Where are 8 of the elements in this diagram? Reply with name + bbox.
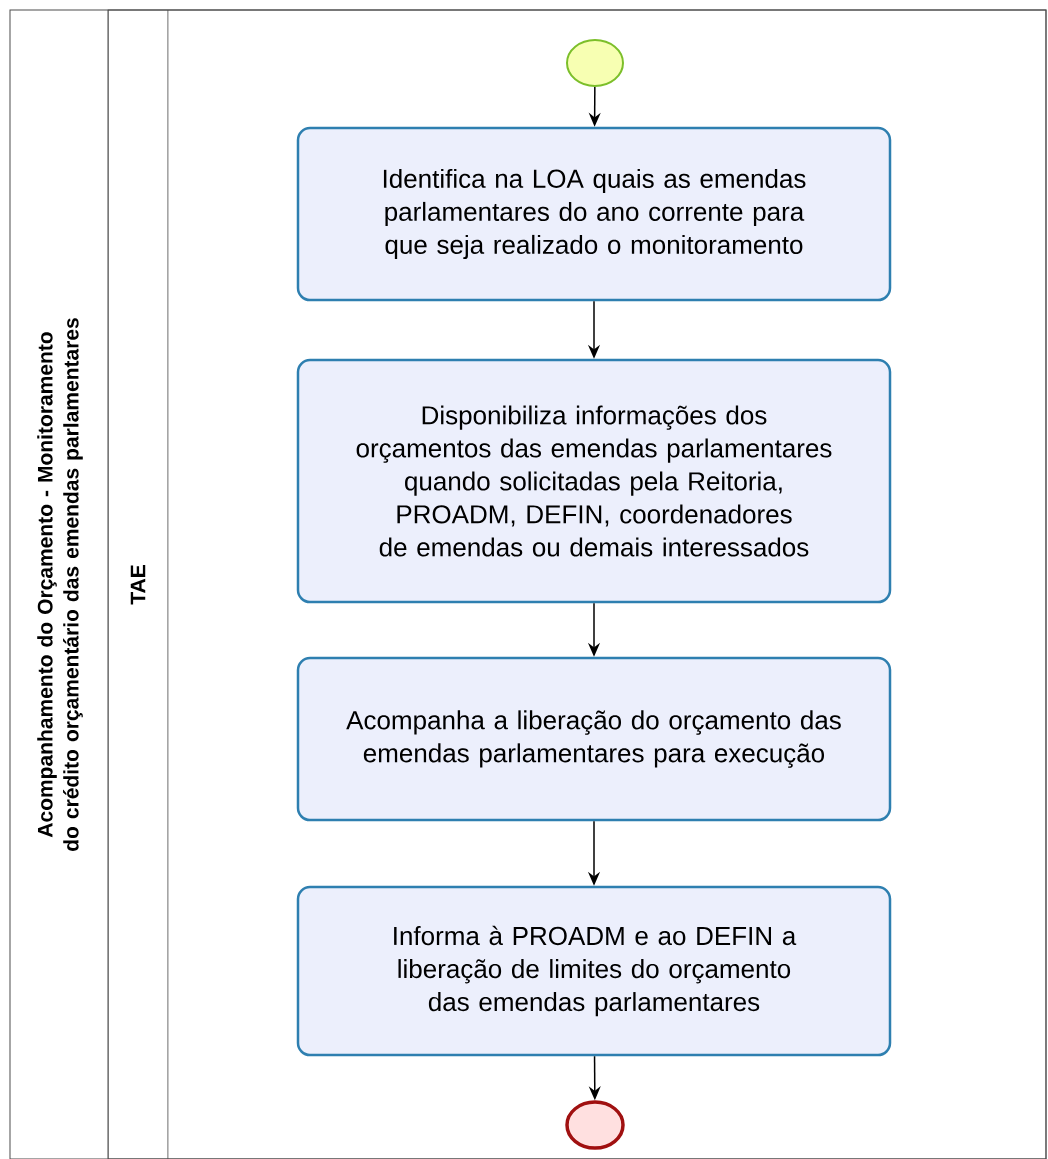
lane-label: TAE [130,565,146,605]
task-box: Disponibiliza informações dos orçamentos das emendas parlamentares quando solicitadas pela Reitoria, PROADM, DEFIN, coordenadores de emendas ou demais interessados [296,358,892,604]
task-box: Identifica na LOA quais as emendas parlamentares do ano corrente para que seja realizado o monitoramento [296,126,892,302]
task-box: Acompanha a liberação do orçamento das emendas parlamentares para execução [296,656,892,822]
task-box: Informa à PROADM e ao DEFIN a liberação de limites do orçamento das emendas parlamentares [296,885,892,1057]
end-event-circle [565,1100,625,1150]
pool-label: Acompanhamento do Orçamento - Monitoramento do crédito orçamentário das emendas parlamentares [37,318,83,851]
start-event-circle [566,39,624,87]
